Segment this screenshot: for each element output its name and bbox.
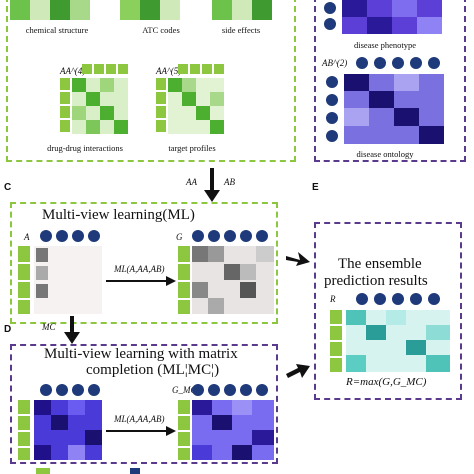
legend-green-swatch — [36, 468, 50, 474]
disease-phenotype-matrix — [324, 0, 442, 34]
drug-drug-interactions-matrix — [60, 64, 128, 134]
target-profiles-matrix — [156, 64, 224, 134]
arrow-in-aa: AA — [186, 177, 197, 187]
label-chemical-structure: chemical structure — [25, 25, 89, 35]
side-effects-matrix — [212, 0, 272, 20]
label-side-effects: side effects — [221, 25, 261, 35]
panel-d-title-line2: completion (ML¦MC¦) — [86, 362, 220, 378]
matrix-a-label: A — [24, 232, 30, 242]
matrix-r — [330, 293, 450, 372]
atc-codes-matrix — [120, 0, 180, 20]
label-target-profiles: target profiles — [168, 143, 216, 153]
matrix-r-label: R — [330, 294, 336, 304]
ml-arrow-label-c: ML(A,AA,AB) — [114, 264, 165, 274]
disease-ontology-matrix — [326, 57, 444, 144]
matrix-a — [18, 230, 102, 314]
ml-arrow-d — [106, 426, 176, 436]
arrow-c-to-e — [286, 252, 310, 266]
down-arrow-d — [64, 316, 80, 344]
disease-similarity-box — [314, 0, 466, 162]
label-disease-phenotype: disease phenotype — [353, 40, 417, 50]
ml-arrow-label-d: ML(A,AA,AB) — [114, 414, 165, 424]
multi-view-learning-box — [10, 202, 278, 324]
panel-letter-e: E — [312, 182, 319, 193]
matrix-gmc — [178, 384, 274, 460]
ensemble-formula: R=max(G,G_MC) — [346, 376, 427, 388]
ml-arrow-c — [106, 276, 176, 286]
matrix-d-left — [18, 384, 102, 460]
label-atc-codes: ATC codes — [142, 25, 180, 35]
drug-similarity-box — [6, 0, 296, 162]
ab2-title: AB^(2) — [322, 58, 348, 68]
panel-d-title-line1: Multi-view learning with matrix — [44, 346, 238, 362]
panel-e-title-line1: The ensemble — [338, 256, 422, 272]
label-disease-ontology: disease ontology — [356, 149, 414, 159]
mc-arrow-label: MC — [42, 322, 56, 332]
panel-c-title: Multi-view learning(ML) — [42, 207, 195, 223]
ensemble-box — [314, 222, 462, 400]
panel-letter-c: C — [4, 182, 12, 193]
arrow-in-ab: AB — [224, 177, 235, 187]
panel-e-title-line2: prediction results — [324, 273, 428, 289]
legend-blue-swatch — [130, 468, 140, 474]
arrow-d-to-e — [286, 364, 310, 378]
matrix-g-label: G — [176, 232, 183, 242]
aa4-title: AA^(4) — [60, 66, 86, 76]
down-arrow-c — [204, 168, 220, 202]
chemical-structure-matrix — [10, 0, 90, 20]
aa5-title: AA^(5) — [156, 66, 182, 76]
label-drug-drug-interactions: drug-drug interactions — [47, 143, 123, 153]
matrix-gmc-label: G_MC — [172, 385, 197, 395]
panel-letter-d: D — [4, 324, 12, 335]
matrix-g — [178, 230, 274, 314]
matrix-completion-box — [10, 344, 278, 464]
